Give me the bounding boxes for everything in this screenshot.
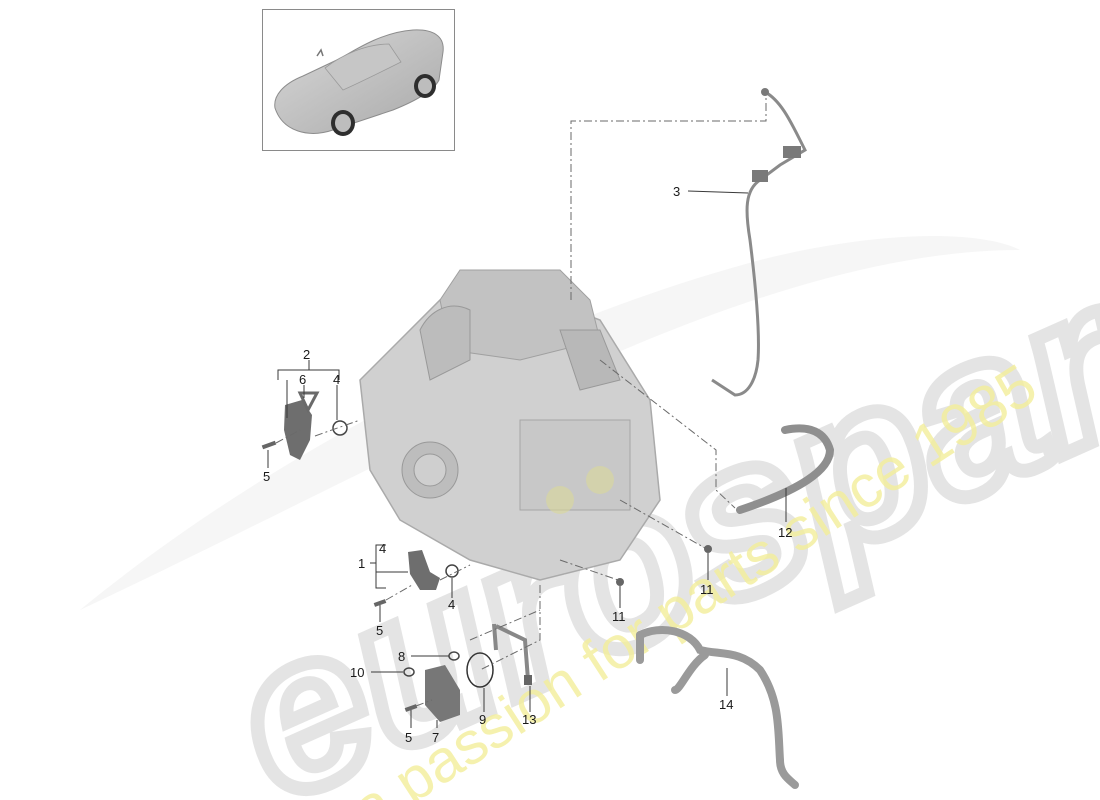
oil-pipe [492,623,532,685]
callout-11-right[interactable]: 11 [700,582,714,597]
callout-5-sensor[interactable]: 5 [376,623,384,638]
screws [616,545,712,586]
vehicle-thumbnail [262,9,455,151]
coolant-pipe [636,626,799,789]
callout-10[interactable]: 10 [350,665,365,680]
callout-13[interactable]: 13 [522,712,537,727]
fuel-line [711,88,807,397]
callout-5-pump[interactable]: 5 [405,730,413,745]
vacuum-pump-assembly [403,651,494,722]
callout-2[interactable]: 2 [303,347,311,362]
callout-4-sensor[interactable]: 4 [448,597,456,612]
callout-5-thermostat[interactable]: 5 [263,469,271,484]
thermostat-housing-assembly [261,391,348,460]
callout-14[interactable]: 14 [719,697,734,712]
callout-4-sensor-top[interactable]: 4 [379,541,387,556]
car-icon [274,29,444,136]
callout-12[interactable]: 12 [778,525,793,540]
callout-1[interactable]: 1 [358,556,366,571]
callout-9[interactable]: 9 [479,712,487,727]
callout-4-thermostat[interactable]: 4 [333,372,341,387]
engine-block [359,269,661,581]
callout-7[interactable]: 7 [432,730,440,745]
callout-11-left[interactable]: 11 [612,609,626,624]
callout-3[interactable]: 3 [673,184,681,199]
callout-8[interactable]: 8 [398,649,406,664]
leader-lines [267,190,787,728]
coolant-hose [736,424,835,514]
sensor-assembly [373,550,459,607]
callout-6[interactable]: 6 [299,372,307,387]
assembly-lines [275,98,767,707]
